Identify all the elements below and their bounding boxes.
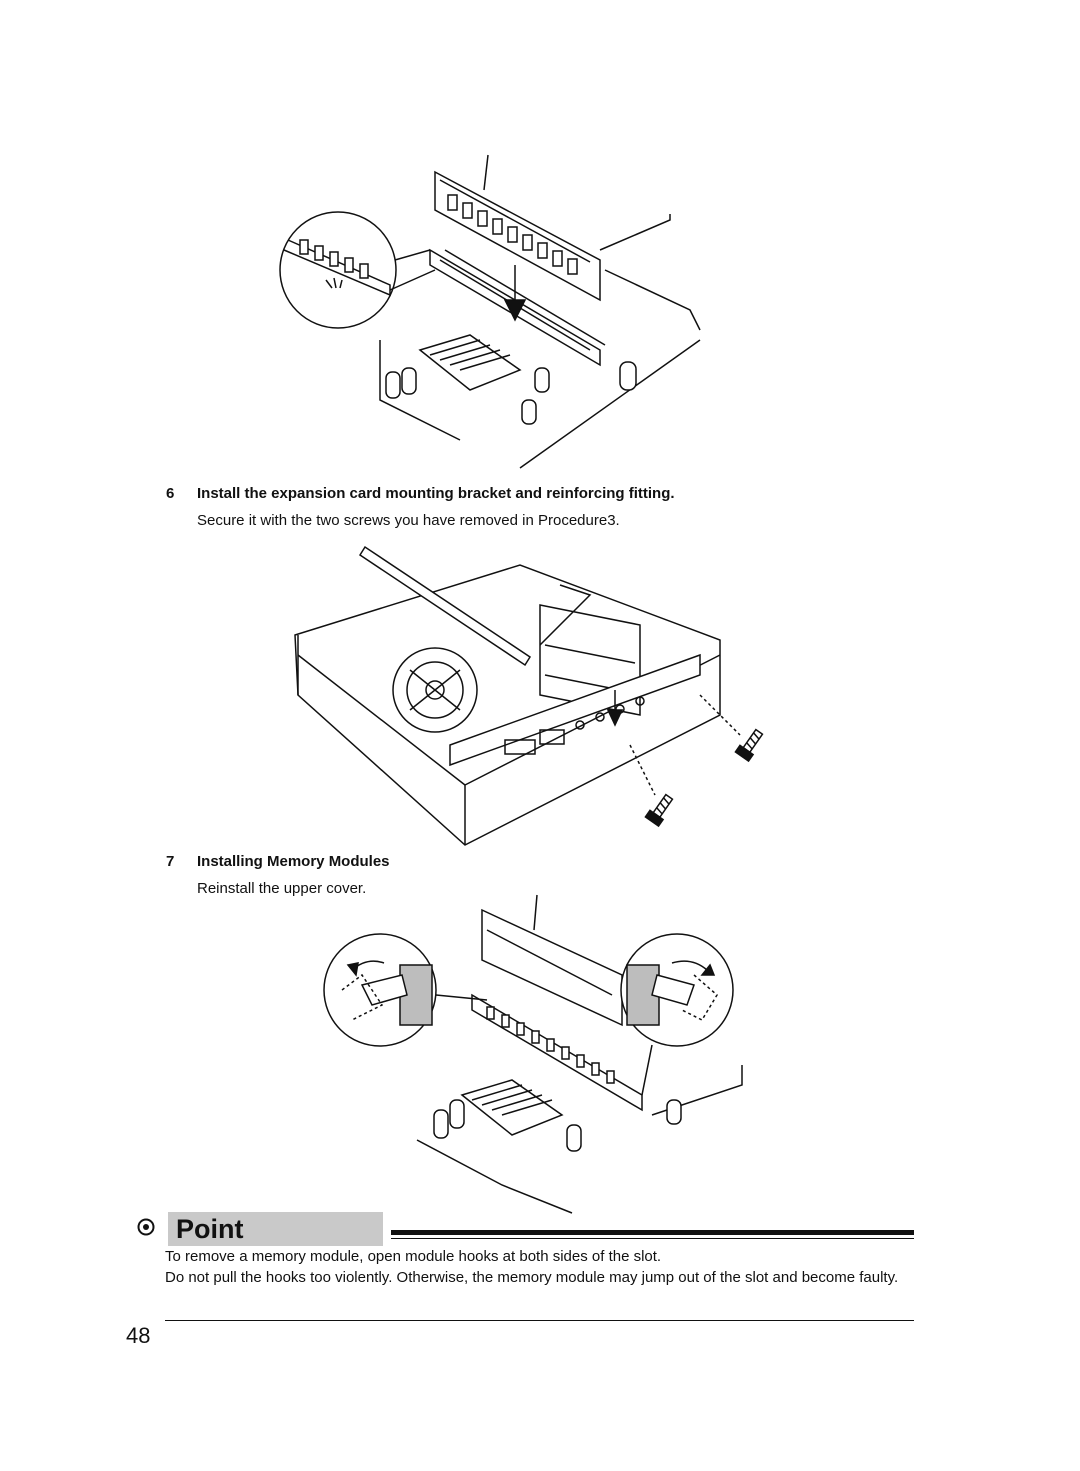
target-circle-icon (137, 1218, 155, 1236)
step-7-number: 7 (166, 853, 175, 870)
bracket-installation-illustration (290, 545, 780, 855)
bottom-divider (165, 1320, 914, 1321)
point-header: Point (137, 1212, 914, 1248)
page-number: 48 (126, 1323, 151, 1348)
point-line-2: Do not pull the hooks too violently. Oth… (165, 1269, 899, 1286)
step-7: 7 Installing Memory Modules Reinstall the… (166, 852, 390, 899)
step-6-title: Install the expansion card mounting brac… (197, 485, 675, 502)
step-6-description: Secure it with the two screws you have r… (197, 512, 620, 529)
step-7-description: Reinstall the upper cover. (197, 880, 367, 897)
step-7-title: Installing Memory Modules (197, 853, 390, 870)
memory-insertion-illustration (270, 150, 720, 470)
point-rule-thick (391, 1230, 914, 1235)
point-rule-thin (391, 1238, 914, 1239)
point-line-1: To remove a memory module, open module h… (165, 1248, 662, 1265)
point-label: Point (168, 1212, 383, 1246)
point-text: To remove a memory module, open module h… (165, 1246, 915, 1288)
module-hooks-illustration (322, 895, 772, 1215)
step-6: 6 Install the expansion card mounting bra… (166, 484, 675, 531)
step-6-number: 6 (166, 485, 175, 502)
